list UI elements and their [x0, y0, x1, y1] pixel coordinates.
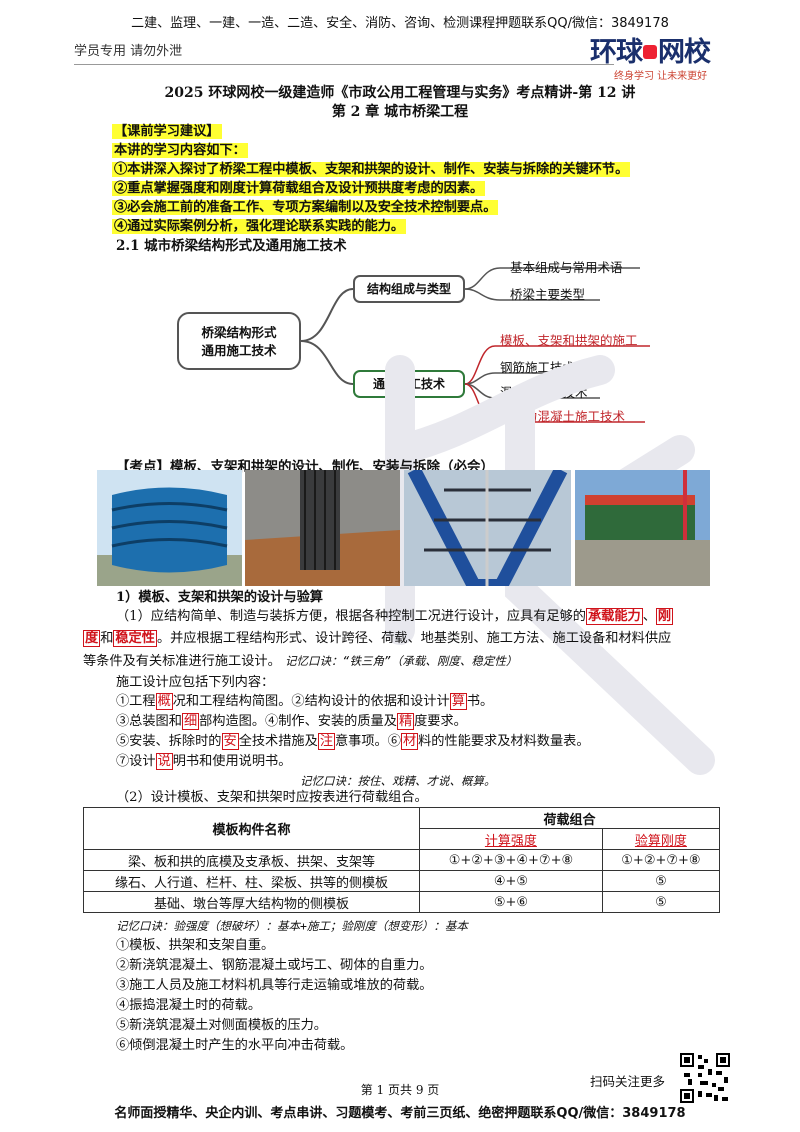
table-memo: 记忆口诀：验强度（想破坏）：基本+施工；验刚度（想变形）：基本	[116, 919, 468, 933]
chapter-title: 第 2 章 城市桥梁工程	[331, 104, 469, 120]
cell-strength: ④+⑤	[419, 870, 603, 892]
header-rule	[74, 64, 614, 65]
doc-title: 2025 环球网校一级建造师《市政公用工程管理与实务》考点精讲-第 12 讲	[164, 85, 636, 101]
table-row: 梁、板和拱的底模及支承板、拱架、支架等 ①+②+③+④+⑦+⑧ ①+②+⑦+⑧	[83, 849, 721, 871]
cell-stiffness: ⑤	[601, 870, 721, 892]
design-intro: 施工设计应包括下列内容：	[116, 675, 275, 690]
cell-name: 梁、板和拱的底模及支承板、拱架、支架等	[83, 849, 420, 871]
load-item: ⑥倾倒混凝土时产生的水平向冲击荷载。	[116, 1038, 354, 1053]
cell-strength: ①+②+③+④+⑦+⑧	[419, 849, 603, 871]
para2: （2）设计模板、支架和拱架时应按表进行荷载组合。	[116, 790, 428, 805]
mindmap-root: 桥梁结构形式 通用施工技术	[177, 312, 301, 370]
advice-item: ②重点掌握强度和刚度计算荷载组合及设计预拱度考虑的因素。	[112, 181, 486, 196]
mindmap-branch-structure: 结构组成与类型	[353, 275, 465, 303]
section-title: 2.1 城市桥梁结构形式及通用施工技术	[116, 238, 347, 254]
student-notice: 学员专用 请勿外泄	[74, 44, 183, 59]
advice-item: ①本讲深入探讨了桥梁工程中模板、支架和拱架的设计、制作、安装与拆除的关键环节。	[112, 162, 631, 177]
formwork-photo	[97, 470, 242, 586]
load-combination-table: 模板构件名称 荷载组合 计算强度 验算刚度 梁、板和拱的底模及支承板、拱架、支架…	[83, 807, 721, 913]
mindmap-leaf: 基本组成与常用术语	[510, 260, 623, 275]
design-line: ⑦设计说明书和使用说明书。	[116, 753, 292, 770]
mindmap-leaf: 混凝土施工技术	[500, 385, 588, 400]
table-row: 基础、墩台等厚大结构物的侧模板 ⑤+⑥ ⑤	[83, 891, 721, 913]
para1-line2: 度和稳定性。并应根据工程结构形式、设计跨径、荷载、地基类别、施工方法、施工设备和…	[83, 630, 672, 647]
cell-name: 基础、墩台等厚大结构物的侧模板	[83, 891, 420, 913]
mindmap-leaf: 钢筋施工技术	[500, 360, 576, 375]
col-strength: 计算强度	[419, 828, 603, 850]
para1-line3: 等条件及有关标准进行施工设计。 记忆口诀：“铁三角”（承载、刚度、稳定性）	[83, 654, 518, 669]
logo-text-a: 环球	[590, 37, 643, 68]
mindmap-root-line: 桥梁结构形式	[201, 325, 277, 340]
top-contact-line: 二建、监理、一建、一造、二造、安全、消防、咨询、检测课程押题联系QQ/微信：38…	[131, 16, 669, 31]
cell-stiffness: ⑤	[601, 891, 721, 913]
table-row: 缘石、人行道、栏杆、柱、梁板、拱等的侧模板 ④+⑤ ⑤	[83, 870, 721, 892]
design-line: ①工程概况和工程结构简图。②结构设计的依据和设计计算书。	[116, 693, 494, 710]
cell-name: 缘石、人行道、栏杆、柱、梁板、拱等的侧模板	[83, 870, 420, 892]
design-memo: 记忆口诀：按住、戏精、才说、概算。	[300, 774, 496, 788]
load-item: ②新浇筑混凝土、钢筋混凝土或圬工、砌体的自重力。	[116, 958, 433, 973]
load-item: ①模板、拱架和支架自重。	[116, 938, 275, 953]
page-number: 第 1 页共 9 页	[360, 1083, 440, 1097]
load-item: ④振捣混凝土时的荷载。	[116, 998, 262, 1013]
play-icon	[643, 44, 657, 59]
advice-item: ③必会施工前的准备工作、专项方案编制以及安全技术控制要点。	[112, 200, 499, 215]
logo-slogan: 终身学习 让未来更好	[614, 71, 708, 82]
construction-site-photo	[575, 470, 710, 586]
advice-heading: 【课前学习建议】	[112, 124, 222, 139]
mindmap-leaf: 模板、支架和拱架的施工	[500, 333, 638, 348]
bridge-frame-photo	[404, 470, 571, 586]
subsection-title: 1）模板、支架和拱架的设计与验算	[116, 590, 323, 605]
rebar-photo	[245, 470, 400, 586]
logo: 环球网校 终身学习 让未来更好	[590, 30, 740, 82]
mindmap-root-line: 通用施工技术	[201, 343, 277, 358]
mindmap-leaf: 桥梁主要类型	[510, 287, 586, 302]
logo-text-b: 网校	[658, 37, 711, 68]
col-stiffness: 验算刚度	[601, 828, 721, 850]
design-line: ③总装图和细部构造图。④制作、安装的质量及精度要求。	[116, 713, 467, 730]
col-load-group: 荷载组合	[419, 807, 720, 829]
para1-line1: （1）应结构简单、制造与装拆方便，根据各种控制工况进行设计，应具有足够的承载能力…	[116, 608, 674, 625]
cell-strength: ⑤+⑥	[419, 891, 603, 913]
col-member-name: 模板构件名称	[83, 807, 420, 850]
advice-intro: 本讲的学习内容如下：	[112, 143, 248, 158]
load-item: ③施工人员及施工材料机具等行走运输或堆放的荷载。	[116, 978, 433, 993]
footer-contact-line: 名师面授精华、央企内训、考点串讲、习题模考、考前三页纸、绝密押题联系QQ/微信：…	[114, 1106, 686, 1121]
qr-note: 扫码关注更多	[590, 1074, 666, 1089]
cell-stiffness: ①+②+⑦+⑧	[601, 849, 721, 871]
mindmap-leaf: 预应力混凝土施工技术	[500, 409, 626, 424]
mindmap-branch-techniques: 通用施工技术	[353, 370, 465, 398]
load-item: ⑤新浇筑混凝土对侧面模板的压力。	[116, 1018, 327, 1033]
advice-item: ④通过实际案例分析，强化理论联系实践的能力。	[112, 219, 407, 234]
qr-code[interactable]	[680, 1053, 730, 1103]
